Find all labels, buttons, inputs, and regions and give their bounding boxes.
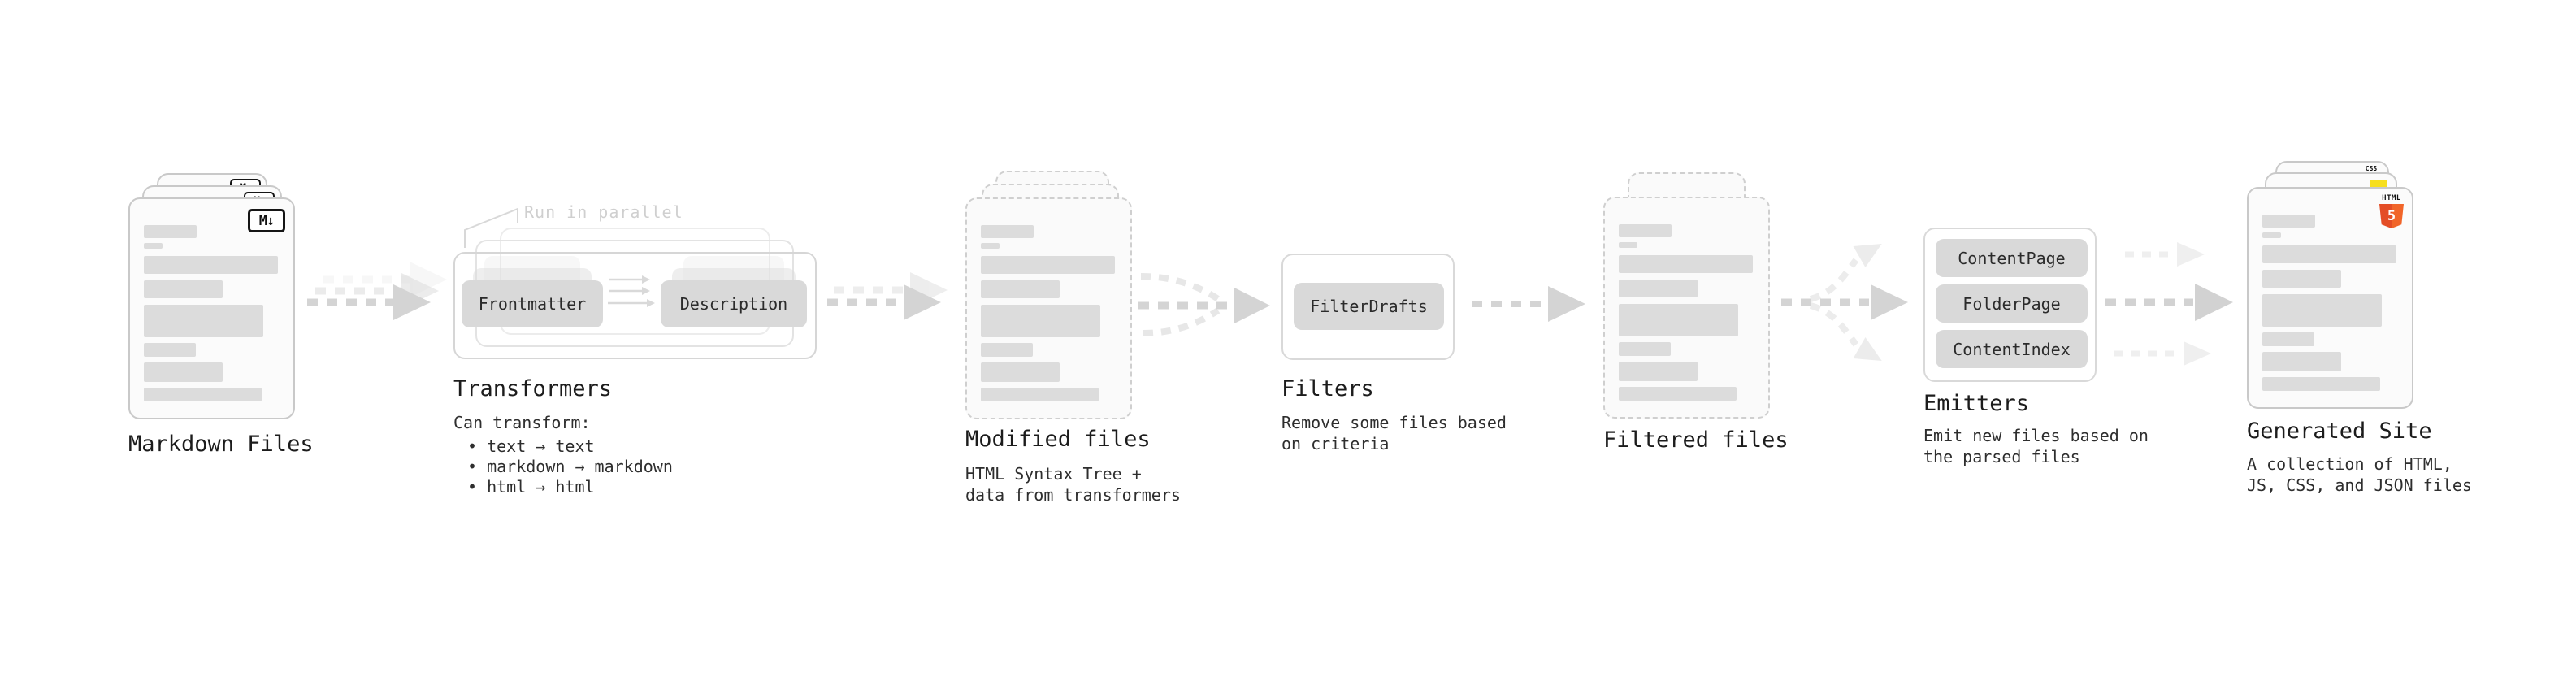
desc-line: data from transformers	[965, 485, 1181, 505]
filtered-files-stack	[1603, 172, 1815, 424]
content-bar	[2262, 377, 2380, 391]
desc-line: on criteria	[1281, 434, 1390, 453]
content-bar	[144, 343, 196, 357]
flow-arrow-transformers-to-modified	[827, 272, 948, 320]
transformers-bullet: • html → html	[467, 477, 595, 497]
desc-line: Remove some files based	[1281, 413, 1507, 432]
flow-arrow-emitters-to-generated	[2105, 242, 2233, 366]
desc-line: the parsed files	[1923, 447, 2080, 466]
run-in-parallel-annotation: Run in parallel	[524, 202, 683, 222]
content-bar	[144, 305, 263, 337]
emitter-pill-folderpage: FolderPage	[1936, 284, 2088, 323]
content-bar	[1619, 280, 1698, 297]
emitter-pill-contentpage: ContentPage	[1936, 239, 2088, 277]
html5-icon-shield: 5	[2379, 204, 2404, 228]
content-bar	[981, 305, 1100, 337]
content-bar	[2262, 294, 2382, 327]
content-bar	[1619, 224, 1672, 237]
transformers-group: Run in parallel Frontmatter Description	[453, 202, 819, 363]
stage-title-modified-files: Modified files	[965, 427, 1151, 452]
stage-title-filters: Filters	[1281, 376, 1374, 401]
content-bar	[981, 388, 1099, 401]
generated-site-stack: CSS HTML 5	[2247, 161, 2458, 421]
flow-arrow-markdown-to-transformers	[307, 262, 447, 320]
generated-site-desc: A collection of HTML, JS, CSS, and JSON …	[2247, 453, 2472, 496]
content-bar	[981, 256, 1115, 274]
modified-files-stack	[965, 171, 1177, 423]
emitters-desc: Emit new files based on the parsed files	[1923, 425, 2149, 467]
document-page: HTML 5	[2247, 187, 2413, 409]
content-bar	[2262, 270, 2341, 288]
transformer-frame	[453, 252, 817, 359]
content-bar	[144, 362, 223, 382]
content-bar	[1619, 242, 1637, 248]
flow-arrow-filters-to-filtered	[1472, 286, 1585, 322]
stage-title-transformers: Transformers	[453, 376, 613, 401]
emitters-box: ContentPage FolderPage ContentIndex	[1923, 228, 2097, 382]
content-bar	[981, 225, 1034, 238]
document-page	[1603, 197, 1770, 419]
css-icon-label: CSS	[2365, 165, 2378, 172]
flow-arrow-filtered-to-emitters	[1781, 244, 1908, 361]
desc-line: Emit new files based on	[1923, 426, 2149, 445]
desc-line: HTML Syntax Tree +	[965, 464, 1142, 484]
markdown-files-stack: M↓ M↓ M↓	[128, 173, 340, 425]
content-bar	[1619, 387, 1737, 401]
content-bar	[144, 256, 278, 274]
content-bar	[981, 280, 1060, 298]
content-bar	[144, 388, 262, 401]
content-bar	[2262, 245, 2396, 263]
transformer-pill-frontmatter: Frontmatter	[462, 280, 603, 327]
annotation-leader-line	[464, 207, 518, 248]
content-bar	[1619, 304, 1738, 336]
stage-title-generated-site: Generated Site	[2247, 419, 2432, 444]
transformers-bullet: • markdown → markdown	[467, 457, 673, 476]
javascript-icon	[2370, 180, 2387, 189]
content-bar	[144, 225, 197, 238]
document-page: M↓	[128, 197, 295, 419]
content-bar	[2262, 352, 2341, 371]
content-bar	[981, 343, 1033, 357]
transformers-bullet: • text → text	[467, 436, 595, 456]
content-bar	[2262, 215, 2315, 228]
parallel-run-arrows-icon	[608, 275, 655, 307]
content-bar	[144, 243, 163, 249]
html5-icon-label: HTML	[2382, 194, 2401, 202]
content-bar	[1619, 255, 1753, 273]
content-bar	[1619, 342, 1671, 356]
content-bar	[144, 280, 223, 298]
flow-arrow-modified-to-filters	[1138, 273, 1270, 336]
content-bar	[981, 362, 1060, 382]
desc-line: JS, CSS, and JSON files	[2247, 475, 2472, 495]
modified-files-desc: HTML Syntax Tree + data from transformer…	[965, 463, 1181, 505]
markdown-icon: M↓	[248, 209, 285, 232]
content-bar	[1619, 362, 1698, 381]
desc-line: A collection of HTML,	[2247, 454, 2452, 474]
filter-pill-filterdrafts: FilterDrafts	[1294, 283, 1444, 330]
transformers-desc-heading: Can transform:	[453, 413, 591, 432]
filters-desc: Remove some files based on criteria	[1281, 412, 1507, 454]
emitter-pill-contentindex: ContentIndex	[1936, 330, 2088, 368]
content-bar	[2262, 232, 2281, 238]
transformer-pill-description: Description	[661, 280, 807, 327]
content-bar	[981, 243, 1000, 249]
content-bar	[2262, 332, 2314, 346]
filters-box: FilterDrafts	[1281, 254, 1455, 360]
html5-icon: HTML 5	[2379, 194, 2404, 228]
document-page	[965, 197, 1132, 419]
stage-title-emitters: Emitters	[1923, 391, 2030, 416]
stage-title-filtered-files: Filtered files	[1603, 427, 1789, 453]
stage-title-markdown-files: Markdown Files	[128, 432, 314, 457]
